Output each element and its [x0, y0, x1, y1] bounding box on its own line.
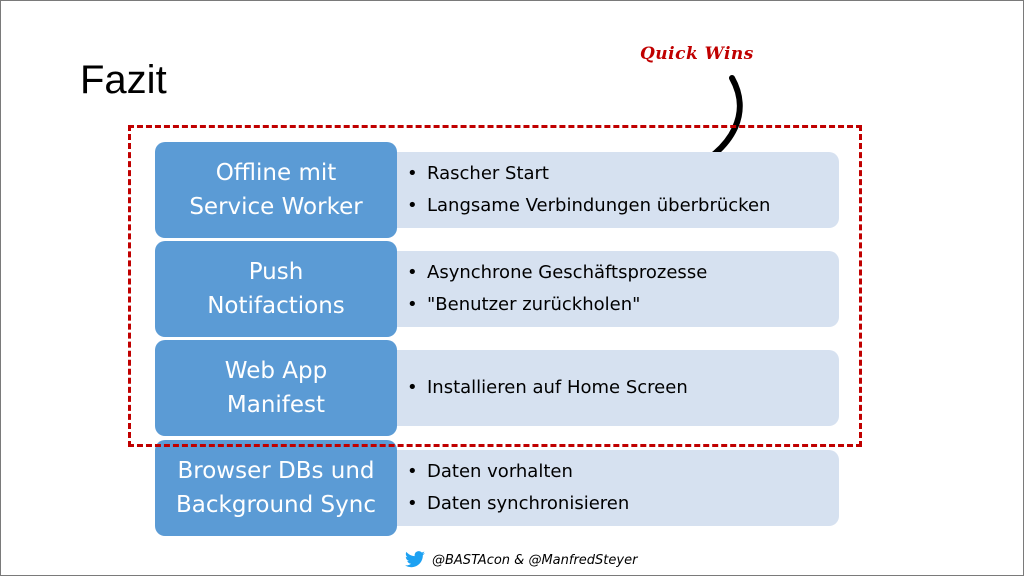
- row-detail-box: Asynchrone Geschäftsprozesse "Benutzer z…: [345, 251, 839, 327]
- row-heading: Web App Manifest: [155, 340, 397, 436]
- row-heading: Offline mit Service Worker: [155, 142, 397, 238]
- row-detail-box: Rascher Start Langsame Verbindungen über…: [345, 152, 839, 228]
- row-offline-service-worker: Rascher Start Langsame Verbindungen über…: [155, 142, 839, 238]
- bullet-list: Rascher Start Langsame Verbindungen über…: [407, 158, 770, 222]
- bullet-list: Asynchrone Geschäftsprozesse "Benutzer z…: [407, 257, 707, 321]
- bullet-list: Daten vorhalten Daten synchronisieren: [407, 456, 629, 520]
- row-heading: Browser DBs und Background Sync: [155, 440, 397, 536]
- bullet-item: "Benutzer zurückholen": [407, 289, 707, 321]
- footer-handles: @BASTAcon & @ManfredSteyer: [432, 552, 638, 568]
- bullet-list: Installieren auf Home Screen: [407, 372, 688, 404]
- bullet-item: Asynchrone Geschäftsprozesse: [407, 257, 707, 289]
- bullet-item: Installieren auf Home Screen: [407, 372, 688, 404]
- bullet-item: Rascher Start: [407, 158, 770, 190]
- row-push-notifications: Asynchrone Geschäftsprozesse "Benutzer z…: [155, 241, 839, 337]
- row-detail-box: Installieren auf Home Screen: [345, 350, 839, 426]
- quick-wins-label: Quick Wins: [640, 44, 754, 64]
- bullet-item: Langsame Verbindungen überbrücken: [407, 190, 770, 222]
- footer: @BASTAcon & @ManfredSteyer: [404, 549, 637, 571]
- bullet-item: Daten vorhalten: [407, 456, 629, 488]
- twitter-bird-icon: [405, 551, 425, 568]
- row-browser-dbs-background-sync: Daten vorhalten Daten synchronisieren Br…: [155, 440, 839, 536]
- row-detail-box: Daten vorhalten Daten synchronisieren: [345, 450, 839, 526]
- row-heading: Push Notifactions: [155, 241, 397, 337]
- bullet-item: Daten synchronisieren: [407, 488, 629, 520]
- slide-title: Fazit: [80, 58, 167, 102]
- row-web-app-manifest: Installieren auf Home Screen Web App Man…: [155, 340, 839, 436]
